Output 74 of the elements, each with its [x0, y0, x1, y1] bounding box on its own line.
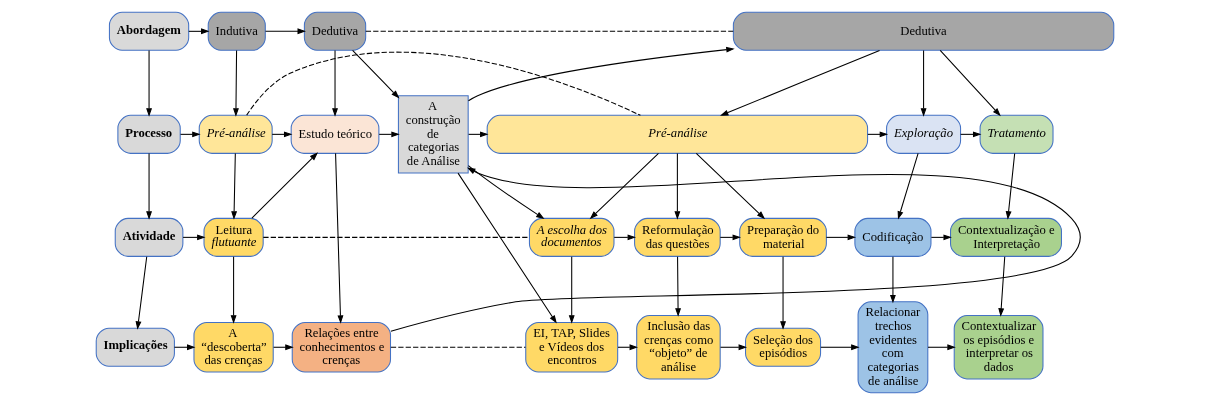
node-box: Pré-análise — [486, 114, 869, 154]
arrow — [230, 256, 237, 324]
node-box: Inclusão das crenças como “objeto” de análise — [636, 315, 721, 380]
arrow — [867, 131, 889, 138]
arrow — [182, 234, 206, 241]
node-box: A “descoberta” das crenças — [193, 321, 274, 373]
node-box: Estudo teórico — [290, 114, 380, 154]
arrow — [613, 234, 637, 241]
arrow — [173, 344, 196, 351]
arrow — [251, 152, 319, 219]
arrow — [378, 131, 400, 138]
arrow — [390, 167, 1081, 332]
arrow — [930, 234, 952, 241]
arrow — [920, 49, 927, 117]
node-box: Reformulação das questões — [634, 217, 721, 257]
arrow — [720, 344, 748, 351]
arrow — [719, 234, 742, 241]
arrow — [1005, 152, 1016, 220]
node-box: Exploração — [886, 114, 962, 154]
arrow — [568, 256, 575, 324]
arrow — [468, 131, 489, 138]
node-box: Preparação do material — [739, 217, 827, 257]
arrow — [617, 344, 638, 351]
arrow — [825, 234, 857, 241]
node-box: Contextualizar os episódios e interpretar os dados — [953, 315, 1044, 380]
arrow — [335, 152, 344, 324]
node-box: A escolha dos documentos — [528, 217, 615, 257]
node-box: A construção de categorias de Análise — [397, 95, 469, 174]
arrow — [897, 152, 919, 220]
node-box: Seleção dos episódios — [745, 327, 822, 367]
arrow — [467, 165, 545, 220]
connector — [390, 346, 526, 348]
connector — [262, 236, 530, 238]
arrow — [265, 28, 306, 35]
connector — [246, 51, 641, 116]
arrow — [889, 256, 896, 304]
node-box: Pré-análise — [198, 114, 273, 154]
node-box: Leitura flutuante — [203, 217, 264, 257]
arrow — [233, 49, 239, 117]
node-box: Abordagem — [108, 11, 190, 51]
arrow — [960, 131, 982, 138]
arrow — [589, 152, 659, 220]
node-box: Relações entre conhecimentos e crenças — [291, 321, 392, 373]
arrow — [675, 256, 682, 317]
arrow — [939, 49, 1001, 117]
arrow — [695, 152, 766, 220]
arrow — [146, 152, 153, 220]
arrow — [674, 152, 681, 220]
arrow — [332, 49, 338, 117]
node-box: Contextualização e Interpretação — [950, 217, 1062, 257]
arrow — [719, 49, 881, 116]
node-box: Dedutiva — [303, 11, 367, 51]
arrow — [820, 344, 860, 351]
arrow — [146, 49, 153, 117]
arrow — [998, 256, 1006, 317]
connector — [365, 30, 734, 32]
node-box: Codificação — [854, 217, 932, 257]
arrow — [927, 344, 956, 351]
arrow — [271, 131, 293, 138]
node-box: Tratamento — [979, 114, 1054, 154]
arrow — [780, 256, 786, 330]
node-box: Dedutiva — [732, 11, 1115, 51]
arrow — [231, 152, 238, 220]
arrow — [352, 49, 400, 99]
node-box: EI, TAP, Slides e Vídeos dos encontros — [525, 321, 619, 373]
arrow — [457, 172, 557, 324]
node-box: Indutiva — [207, 11, 266, 51]
node-box: Relacionar trechos evidentes com categorias de análise — [857, 301, 929, 394]
arrow — [135, 256, 148, 330]
arrow — [467, 46, 735, 102]
node-box: Processo — [117, 114, 181, 154]
node-box: Atividade — [114, 217, 184, 257]
arrow — [188, 28, 210, 35]
node-box: Implicações — [95, 327, 175, 367]
